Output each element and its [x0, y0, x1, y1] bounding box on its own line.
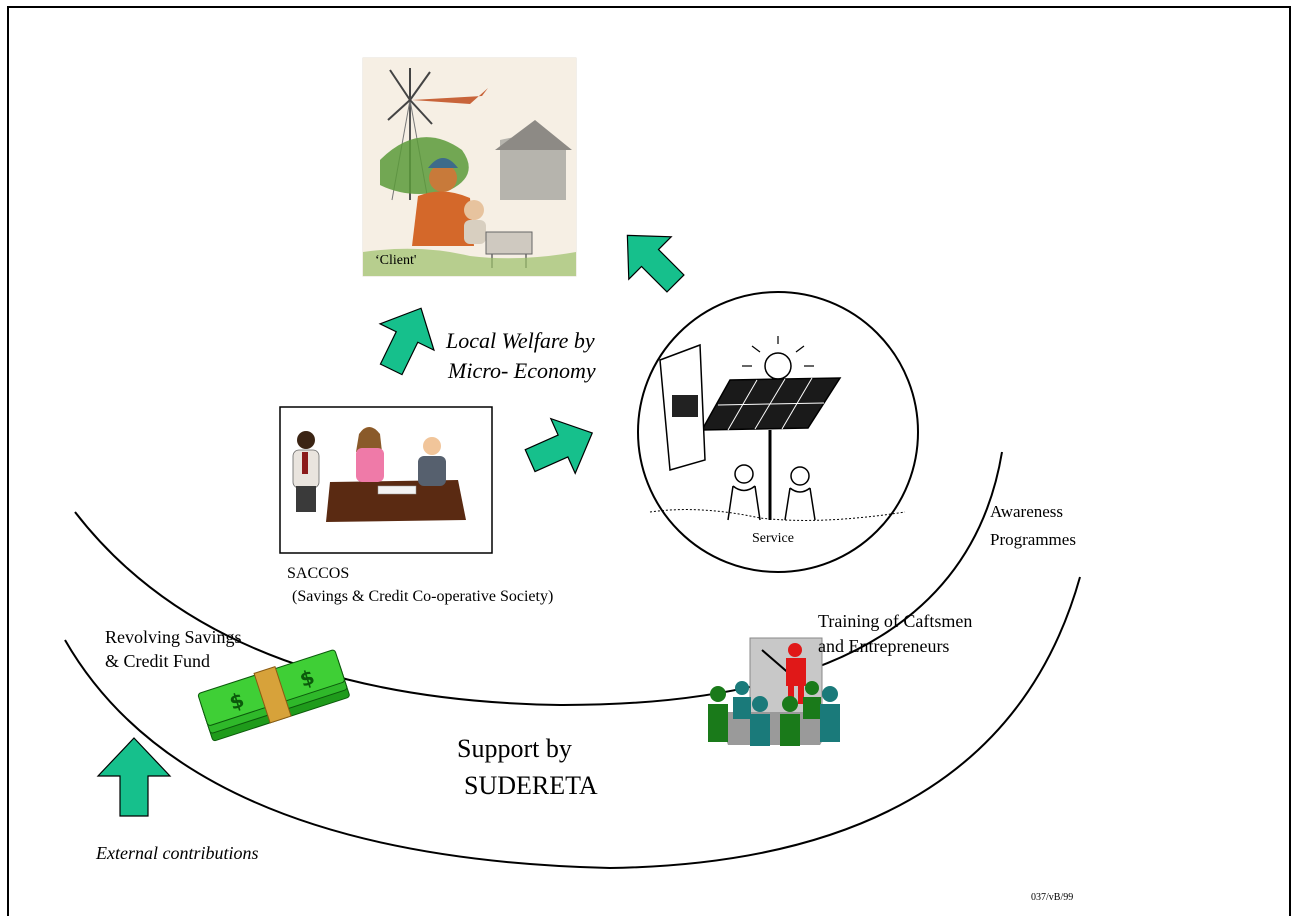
service-circle: [637, 291, 919, 573]
diagram-frame: [7, 6, 1291, 916]
arrow-external-up: [96, 737, 172, 817]
solar-panel-icon: [649, 336, 906, 521]
local-welfare-line2: Micro- Economy: [448, 358, 596, 383]
arrow-service-to-client: [626, 234, 685, 293]
arrow-up-to-client: [378, 307, 435, 376]
local-welfare-line1: Local Welfare by: [446, 328, 595, 353]
training-line1: Training of Caftsmen: [818, 611, 973, 631]
support-line1: Support by: [457, 734, 572, 763]
money-stack-icon: $ $: [197, 649, 350, 742]
external-contributions-label: External contributions: [96, 843, 259, 863]
document-code: 037/vB/99: [1031, 892, 1074, 903]
meeting-clipart-icon: [292, 427, 466, 522]
saccos-box: [279, 406, 493, 554]
saccos-title: SACCOS: [287, 565, 350, 582]
revolving-line1: Revolving Savings: [105, 627, 242, 647]
awareness-line2: Programmes: [990, 530, 1076, 549]
saccos-subtitle: (Savings & Credit Co-operative Society): [292, 588, 554, 605]
outer-arc: [64, 576, 1081, 870]
arrow-saccos-to-service: [524, 417, 594, 475]
inner-arc: [74, 451, 1003, 707]
classroom-training-icon: [708, 637, 840, 746]
revolving-line2: & Credit Fund: [105, 651, 211, 671]
awareness-line1: Awareness: [990, 502, 1064, 521]
client-family-windmill-icon: [363, 58, 576, 276]
support-line2: SUDERETA: [464, 771, 598, 800]
client-label: ‘Client': [375, 253, 417, 268]
training-line2: and Entrepreneurs: [818, 636, 950, 656]
service-label: Service: [752, 531, 794, 546]
